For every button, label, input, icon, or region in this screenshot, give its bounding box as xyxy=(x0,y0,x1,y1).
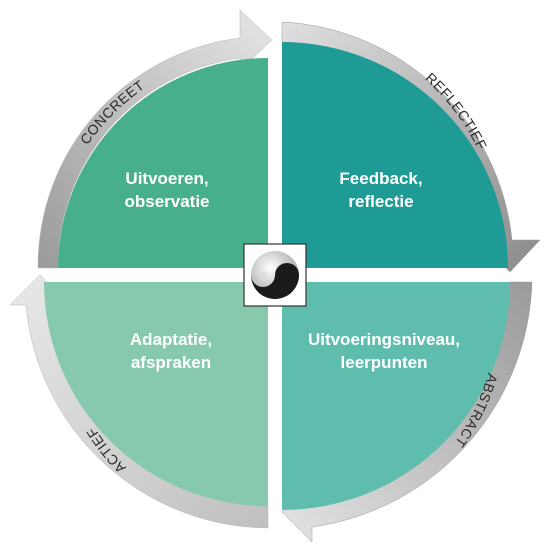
arrow-concreet xyxy=(37,9,273,269)
quadrant-bottom-right xyxy=(282,282,510,510)
quadrant-top-right xyxy=(282,42,508,268)
quadrant-top-right-line2: reflectie xyxy=(348,192,413,211)
quadrant-top-left xyxy=(58,58,268,268)
quadrant-bottom-left-line2: afspraken xyxy=(131,353,211,372)
quadrant-bottom-right-line2: leerpunten xyxy=(341,353,428,372)
quadrant-top-left-line2: observatie xyxy=(124,192,209,211)
yin-yang-icon xyxy=(243,243,307,307)
quadrant-bottom-right-line1: Uitvoeringsniveau, xyxy=(308,330,460,349)
quadrant-top-right-line1: Feedback, xyxy=(339,169,422,188)
quadrant-bottom-left xyxy=(44,282,268,506)
quadrant-bottom-left-line1: Adaptatie, xyxy=(130,330,212,349)
quadrant-top-left-line1: Uitvoeren, xyxy=(125,169,208,188)
